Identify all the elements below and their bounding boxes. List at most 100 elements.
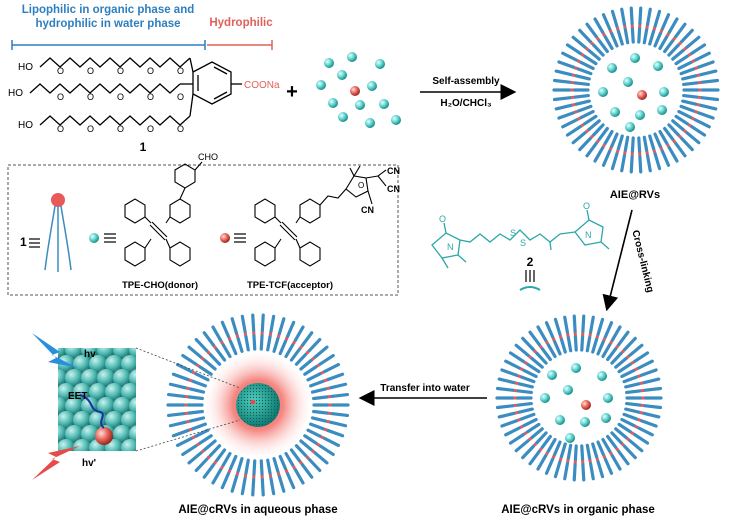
packed-donor-sphere [81,425,99,443]
lipid-tail [610,151,619,171]
lipid-tail [536,453,548,471]
tcf-oxygen: O [358,181,364,190]
donor-molecule [316,80,326,90]
lipid-tail [578,60,595,71]
lipid-tail [540,434,552,450]
lipid-head [213,345,217,349]
lipid-tail [580,444,585,462]
lipid-tail [660,149,671,167]
lipid-tail [641,377,661,385]
lipid-tail [515,389,533,395]
lipid-tail [266,334,272,352]
lipid-tail [228,339,238,356]
lipid-tail [627,438,644,453]
svg-text:O: O [177,66,184,76]
lipid-tail [519,412,536,421]
lipid-tail [202,358,217,371]
lipid-tail [681,74,698,81]
lipid-tail [601,13,612,31]
packed-donor-sphere [137,383,155,401]
lipid-tail [508,432,526,445]
donor-molecule [547,370,557,380]
lipid-head [184,403,188,407]
acceptor-in-core [250,399,256,405]
lipid-head [602,455,606,459]
lipid-tail [642,27,649,45]
lipid-tail [639,418,658,428]
lipid-head [186,386,190,390]
lipid-tail [591,337,599,354]
lipid-tail [591,43,605,57]
packed-donor-sphere [65,425,83,443]
lipid-head [515,381,519,385]
lipid-tail [529,356,544,369]
lipid-head [305,455,310,459]
lipid-tail [609,132,619,149]
lipid-tail [328,420,348,428]
lipid-tail [171,372,191,382]
lipid-tail [660,13,671,31]
donor-molecule [338,112,348,122]
lipid-tail [303,434,319,446]
lipid-head [570,95,575,100]
lipid-head [299,461,303,465]
lipid-tail [252,459,257,477]
lipid-head [590,134,594,139]
packed-donor-sphere [89,383,107,401]
lipid-head [320,435,324,439]
lipid-tail [214,347,227,362]
lipid-head [697,80,702,85]
lipid-head [260,331,264,335]
packed-donor-sphere [65,369,83,387]
lipid-tail [240,476,247,496]
lipid-tail [681,99,698,106]
donor-molecule [367,81,377,91]
svg-text:O: O [117,66,124,76]
lipid-tail [329,392,349,399]
lipid-tail [585,141,599,158]
lipid-tail [208,352,222,366]
lipid-tail [667,43,681,57]
lipid-tail [679,67,696,76]
svg-text:O: O [177,124,184,134]
lipid-tail [617,422,633,434]
lipid-tail [565,43,583,56]
lipid-tail [693,51,711,62]
lipid-tail [294,444,308,458]
lipid-tail [677,60,694,71]
lipid-tail [585,443,592,461]
crosslinker-2-structure [431,209,610,269]
lipid-tail [521,336,536,352]
lipid-head [572,103,576,107]
lipid-head [637,374,641,378]
lipid-head [316,363,320,368]
lipid-tail [495,386,516,392]
lipid-head [533,442,537,447]
lipid-tail [663,126,675,142]
lipid-tail [277,317,286,336]
lipid-head [327,395,332,399]
packed-donor-sphere [121,439,136,451]
lipid-tail [585,22,599,39]
lipid-tail [573,334,578,352]
lipid-tail [622,375,639,384]
donor-molecule [571,363,581,373]
lipid-tail [572,93,590,99]
donor-molecule [607,63,617,73]
lipid-head [292,341,296,345]
lipid-head [184,395,189,399]
lipid-tail [540,346,552,362]
lipid-tail [610,431,624,445]
lipid-head [268,474,273,478]
lipid-tail [642,404,663,410]
lipid-head [277,472,281,476]
lipid-tail [519,375,536,384]
lipid-head [188,428,192,432]
aie-rvs-label: AIE@RVs [610,189,660,201]
lipid-tail [309,379,326,388]
donor-molecule [623,77,633,87]
legend-number-1: 1 [20,235,27,249]
lipid-head [615,345,619,349]
lipid-tail [211,467,223,485]
lipid-head [570,88,574,92]
